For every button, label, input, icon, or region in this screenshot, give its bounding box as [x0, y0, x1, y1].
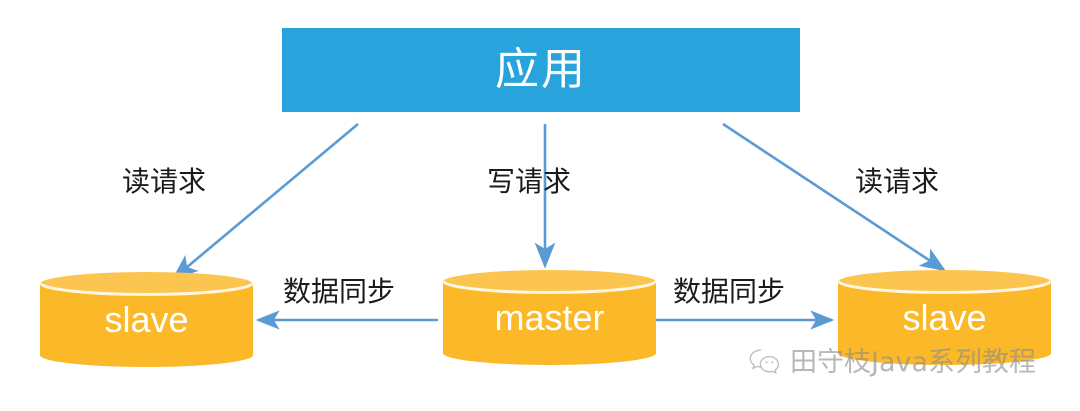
arrow-app-to-slave-left — [172, 123, 359, 280]
edge-label-sync-left: 数据同步 — [283, 275, 396, 308]
cylinder-top-ellipse — [443, 270, 656, 294]
cylinder-bottom-ellipse — [40, 343, 253, 367]
edge-label-write: 写请求 — [487, 165, 572, 198]
edge-label-sync-right: 数据同步 — [673, 275, 786, 308]
cylinder-top-ellipse — [40, 272, 253, 296]
app-node-label: 应用 — [495, 44, 587, 95]
app-node[interactable]: 应用 — [282, 28, 800, 112]
db-node-label: slave — [902, 296, 987, 338]
arrow-app-to-slave-right — [722, 122, 947, 272]
cylinder-bottom-ellipse — [443, 341, 656, 365]
db-node-master[interactable]: master — [443, 270, 656, 365]
db-node-label: master — [494, 296, 605, 338]
cylinder-top-ellipse — [838, 270, 1051, 294]
db-node-slave-right[interactable]: slave — [838, 270, 1051, 365]
edge-label-read-right: 读请求 — [855, 165, 940, 198]
db-node-slave-left[interactable]: slave — [40, 272, 253, 367]
cylinder-bottom-ellipse — [838, 341, 1051, 365]
db-node-label: slave — [104, 298, 189, 340]
edge-label-read-left: 读请求 — [122, 165, 207, 198]
